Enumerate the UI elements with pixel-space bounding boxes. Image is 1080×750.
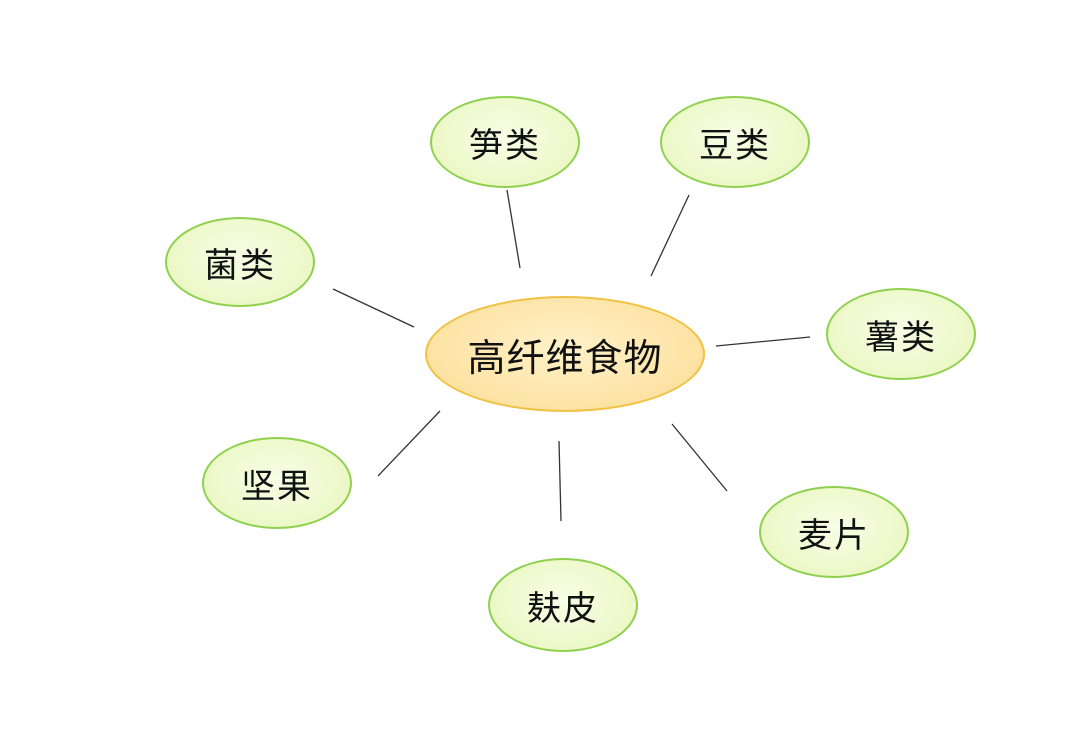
center-node[interactable]: 高纤维食物 <box>425 296 705 412</box>
node-label: 坚果 <box>241 466 313 507</box>
link-sun <box>506 189 521 269</box>
center-node-label: 高纤维食物 <box>467 335 663 380</box>
node-dou-lei[interactable]: 豆类 <box>660 96 810 188</box>
node-jun-lei[interactable]: 菌类 <box>165 217 315 307</box>
node-mai-pian[interactable]: 麦片 <box>759 486 909 578</box>
node-label: 麸皮 <box>527 588 599 629</box>
node-label: 豆类 <box>699 125 771 166</box>
link-shu <box>715 336 811 347</box>
node-shu-lei[interactable]: 薯类 <box>826 288 976 380</box>
node-label: 笋类 <box>469 125 541 166</box>
node-label: 麦片 <box>798 515 870 556</box>
node-jian-guo[interactable]: 坚果 <box>202 437 352 529</box>
link-jianguo <box>377 410 441 477</box>
node-sun-lei[interactable]: 笋类 <box>430 96 580 188</box>
link-fupi <box>558 440 562 522</box>
node-fu-pi[interactable]: 麸皮 <box>488 558 638 652</box>
link-dou <box>650 194 690 277</box>
link-maipian <box>671 423 728 492</box>
node-label: 薯类 <box>865 317 937 358</box>
link-jun <box>332 288 415 328</box>
node-label: 菌类 <box>204 245 276 286</box>
